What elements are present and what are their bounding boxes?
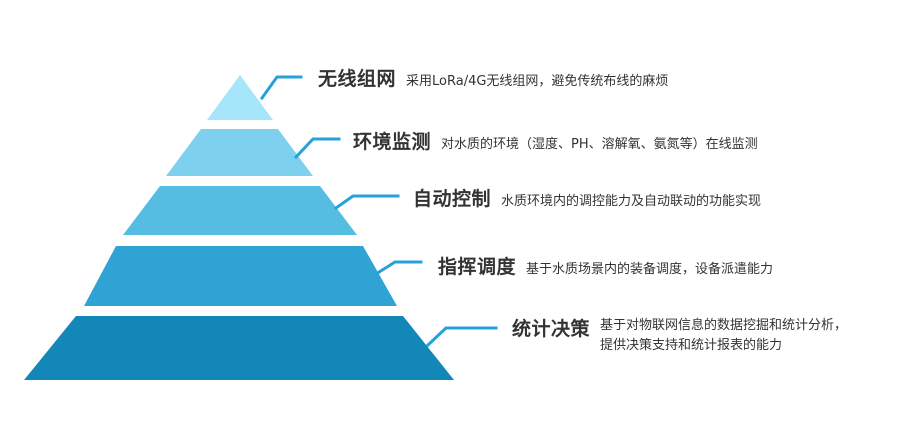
level-title-automatic-control: 自动控制 [413, 188, 492, 210]
level-desc-automatic-control: 水质环境内的调控能力及自动联动的功能实现 [501, 194, 762, 209]
pyramid-tier-5 [24, 316, 454, 380]
pyramid-tier-1 [207, 75, 273, 120]
connector-line-2 [293, 137, 341, 160]
pyramid-tier-2 [166, 129, 313, 176]
level-title-command-dispatch: 指挥调度 [438, 256, 517, 278]
level-label-4: 指挥调度 基于水质场景内的装备调度，设备派遣能力 [438, 252, 773, 280]
level-desc-environment-monitoring: 对水质的环境（湿度、PH、溶解氧、氨氮等）在线监测 [441, 137, 758, 152]
connector-line-5 [425, 326, 498, 348]
connector-line-1 [259, 75, 303, 101]
level-title-environment-monitoring: 环境监测 [353, 131, 432, 153]
level-desc-line-1: 基于对物联网信息的数据挖掘和统计分析， [600, 318, 848, 333]
level-desc-command-dispatch: 基于水质场景内的装备调度，设备派遣能力 [526, 262, 774, 277]
level-title-statistical-decision: 统计决策 [512, 318, 591, 340]
level-label-1: 无线组网 采用LoRa/4G无线组网，避免传统布线的麻烦 [318, 64, 668, 92]
pyramid-tier-3 [123, 186, 357, 235]
level-label-2: 环境监测 对水质的环境（湿度、PH、溶解氧、氨氮等）在线监测 [353, 127, 758, 155]
level-label-3: 自动控制 水质环境内的调控能力及自动联动的功能实现 [413, 184, 761, 212]
pyramid-tier-4 [84, 246, 397, 306]
level-desc-line-2: 提供决策支持和统计报表的能力 [600, 338, 783, 353]
level-label-5: 统计决策 基于对物联网信息的数据挖掘和统计分析， 提供决策支持和统计报表的能力 [512, 316, 847, 356]
level-title-wireless-network: 无线组网 [318, 68, 397, 90]
connector-line-3 [333, 194, 400, 211]
connector-line-4 [373, 260, 423, 277]
level-desc-wireless-network: 采用LoRa/4G无线组网，避免传统布线的麻烦 [406, 74, 669, 89]
level-desc-statistical-decision: 基于对物联网信息的数据挖掘和统计分析， 提供决策支持和统计报表的能力 [600, 316, 847, 356]
